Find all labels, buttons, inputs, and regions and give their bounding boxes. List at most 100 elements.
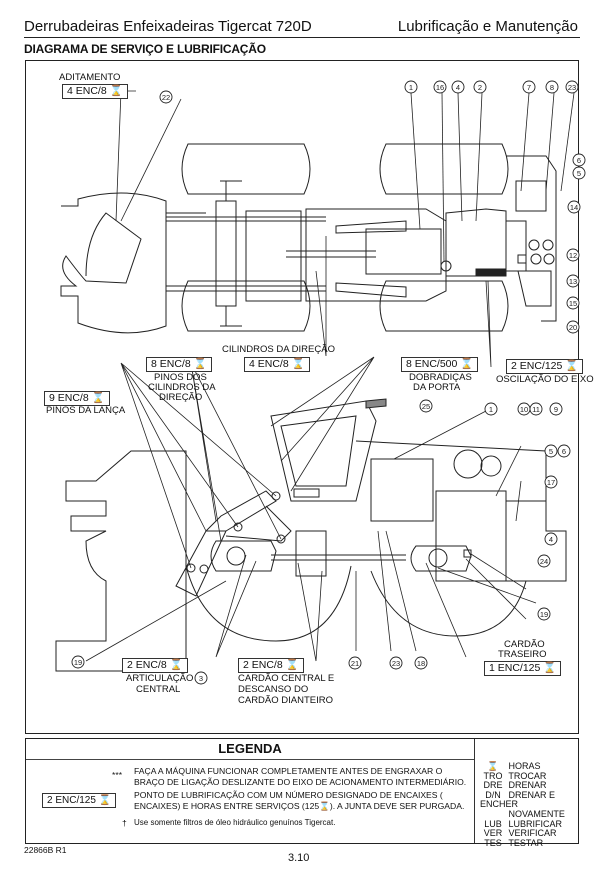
- svg-text:12: 12: [569, 251, 577, 260]
- callout-cardao-traseiro: 1 ENC/125 ⌛: [484, 661, 562, 676]
- section-title: Lubrificação e Manutenção: [397, 18, 578, 35]
- battery-box-20: [517, 270, 552, 307]
- hydraulic-tank: [365, 228, 442, 275]
- svg-text:1: 1: [489, 405, 493, 414]
- control-panel: [293, 488, 320, 498]
- leader-lines: [85, 90, 575, 662]
- label-articulacao-2: CENTRAL: [136, 684, 181, 695]
- legend-row-1-line-1: FAÇA A MÁQUINA FUNCIONAR COMPLETAMENTE A…: [134, 766, 443, 776]
- svg-text:20: 20: [569, 323, 577, 332]
- svg-text:17: 17: [547, 478, 555, 487]
- callout-oscilacao-eixo: 2 ENC/125 ⌛: [506, 359, 584, 374]
- boom-pin-b: [199, 564, 209, 574]
- svg-text:1: 1: [409, 83, 413, 92]
- cab: [270, 400, 377, 502]
- front-axle-side: [210, 540, 277, 572]
- drive-shaft-side: [271, 554, 406, 561]
- boom-linkage: [175, 490, 292, 597]
- callout-articulacao-central: 2 ENC/8 ⌛: [122, 658, 188, 673]
- tank-9: [480, 455, 502, 477]
- abbr-item: VER VERIFICAR: [483, 828, 557, 839]
- svg-text:2: 2: [478, 83, 482, 92]
- label-pinos-dos-3: DIREÇÃO: [159, 392, 203, 403]
- steering-cylinder-top: [335, 220, 407, 234]
- rear-tire-side: [370, 570, 527, 637]
- side-view-drawing: [55, 398, 567, 672]
- transfer-case: [295, 530, 327, 577]
- label-pinos-dos-2: CILINDROS DA: [148, 382, 216, 393]
- svg-text:19: 19: [540, 610, 548, 619]
- callout-aditamento: 4 ENC/8 ⌛: [62, 84, 128, 99]
- svg-text:24: 24: [540, 557, 548, 566]
- felling-head-side: [55, 450, 187, 672]
- abbr-item: TRO TROCAR: [483, 770, 547, 781]
- svg-text:5: 5: [549, 447, 553, 456]
- svg-text:23: 23: [568, 83, 576, 92]
- svg-text:13: 13: [569, 277, 577, 286]
- svg-text:22: 22: [162, 93, 170, 102]
- abbr-item: ⌛ HORAS: [480, 761, 578, 772]
- front-tire-side: [185, 565, 352, 642]
- svg-text:15: 15: [569, 299, 577, 308]
- label-aditamento: ADITAMENTO: [59, 72, 121, 83]
- lube-bank: [475, 268, 507, 276]
- filter-12: [542, 239, 554, 251]
- label-oscilacao-eixo: OSCILAÇÃO DO EIXO: [496, 374, 594, 385]
- label-dobradicas-2: DA PORTA: [413, 382, 461, 393]
- tire-rear-left: [379, 143, 509, 195]
- page-subtitle: DIAGRAMA DE SERVIÇO E LUBRIFICAÇÃO: [24, 42, 266, 56]
- abbr-item: NOVAMENTE: [508, 808, 565, 819]
- drive-shaft: [286, 250, 376, 258]
- item-number-circles: [71, 80, 586, 685]
- callout-pinos-lanca: 9 ENC/8 ⌛: [44, 391, 110, 406]
- svg-text:6: 6: [562, 447, 566, 456]
- label-cardao-traseiro-2: TRASEIRO: [498, 649, 547, 660]
- filter-14: [528, 239, 540, 251]
- cab-roof-tag: [365, 398, 387, 409]
- page-number: 3.10: [288, 852, 310, 864]
- rear-axle-hub: [428, 548, 448, 568]
- label-cardao-central-1: CARDÃO CENTRAL E: [238, 673, 335, 684]
- document-title: Derrubadeiras Enfeixadeiras Tigercat 720…: [24, 18, 312, 35]
- abbr-item: D/N DRENAR E ENCHER: [480, 789, 556, 810]
- callout-cardao-central: 2 ENC/8 ⌛: [238, 658, 304, 673]
- legend-column-divider: [474, 739, 475, 843]
- engine-side: [435, 490, 567, 582]
- hydraulic-tank-side: [370, 458, 434, 522]
- label-cilindros-direcao: CILINDROS DA DIREÇÃO: [222, 344, 335, 355]
- boom-pin-c: [233, 522, 243, 532]
- svg-text:9: 9: [554, 405, 558, 414]
- svg-text:21: 21: [351, 659, 359, 668]
- svg-text:3: 3: [199, 674, 203, 683]
- cab-window: [280, 415, 357, 487]
- label-cardao-central-3: CARDÃO DIANTEIRO: [238, 695, 334, 706]
- legend-row-1-line-2: BRAÇO DE LIGAÇÃO DESLIZANTE DO EIXO DE A…: [134, 777, 467, 787]
- boom-pin-d: [271, 491, 281, 501]
- filter-13b: [543, 253, 555, 265]
- rear-axle-side: [410, 545, 472, 572]
- filter-24: [463, 549, 472, 558]
- legend-row-2-line-1: PONTO DE LUBRIFICAÇÃO COM UM NÚMERO DESI…: [134, 790, 443, 800]
- figure-id: 22866B R1: [24, 845, 67, 855]
- rear-bracket: [506, 155, 557, 322]
- boom-pin-e: [276, 534, 286, 544]
- center-frame: [305, 208, 447, 302]
- callout-cilindros-direcao: 4 ENC/8 ⌛: [244, 357, 310, 372]
- front-axle: [245, 210, 302, 302]
- tank-10-11: [453, 449, 483, 479]
- label-cardao-central-2: DESCANSO DO: [238, 684, 309, 695]
- filter-13a: [530, 253, 542, 265]
- legend-row-2-line-2: ENCAIXES) E HORAS ENTRE SERVIÇOS (125⌛).…: [134, 801, 465, 811]
- fuel-cap: [440, 260, 452, 272]
- svg-text:10: 10: [520, 405, 528, 414]
- label-articulacao-1: ARTICULAÇÃO: [126, 673, 194, 684]
- filter-15: [517, 254, 527, 264]
- engine: [445, 208, 527, 277]
- svg-text:11: 11: [532, 405, 540, 414]
- svg-text:4: 4: [456, 83, 460, 92]
- hourglass-icon: ⌛: [487, 761, 499, 771]
- callout-dobradicas-porta: 8 ENC/500 ⌛: [401, 357, 479, 372]
- svg-text:16: 16: [436, 83, 444, 92]
